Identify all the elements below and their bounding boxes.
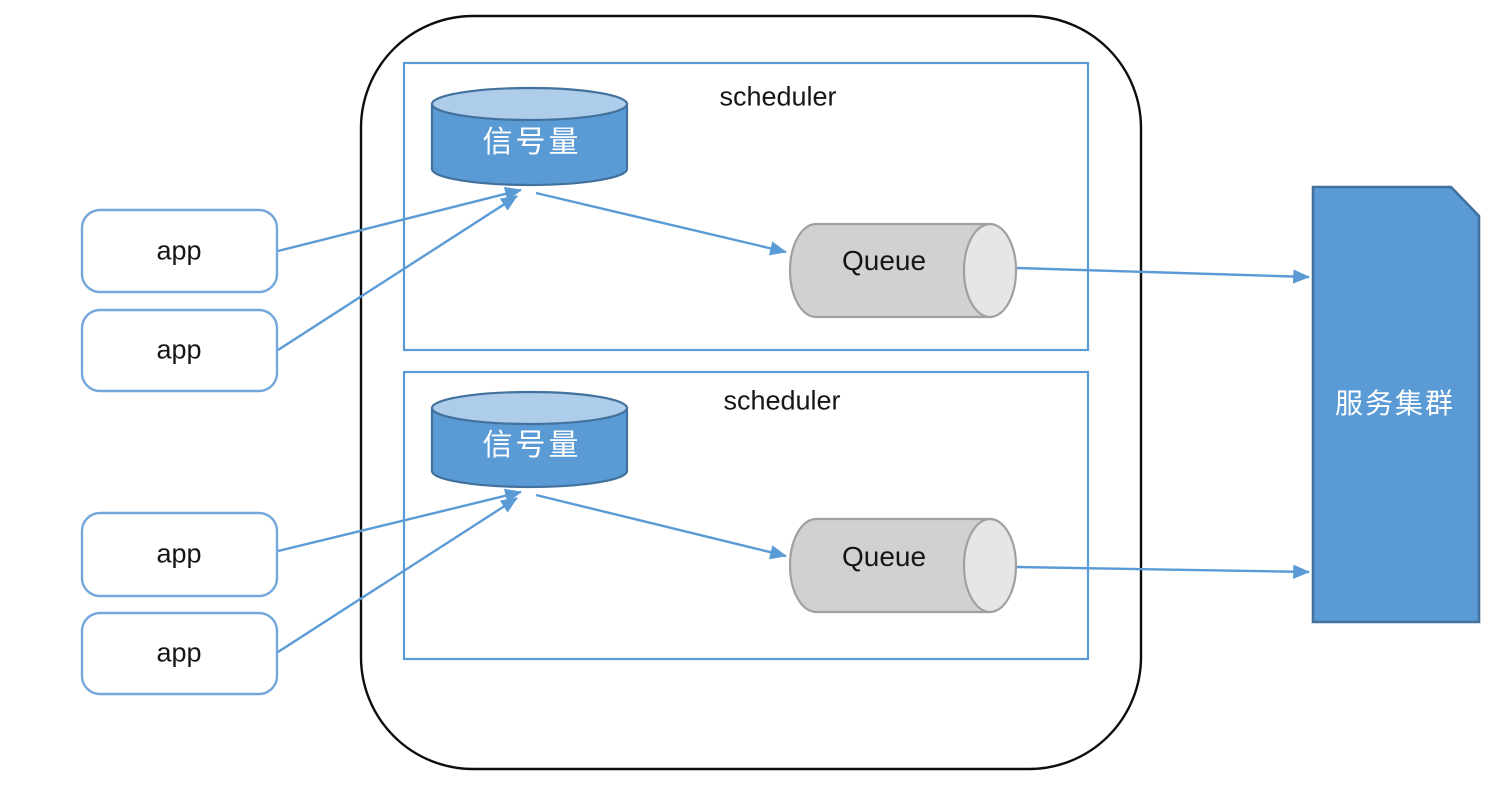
- app-4-box: [80, 611, 279, 696]
- app-4-label: app: [156, 637, 202, 668]
- queue-1-label: Queue: [841, 245, 927, 276]
- service-cluster-shape: [1311, 185, 1481, 624]
- outer-container-box: [359, 14, 1143, 771]
- arrow-semaphore1-to-queue1: [535, 191, 787, 256]
- semaphore-1-label: 信号量: [482, 126, 582, 159]
- queue-1-cylinder: [788, 222, 1018, 319]
- scheduler-2-box: [402, 370, 1090, 661]
- scheduler-1-box: [402, 61, 1090, 352]
- queue-2-label: Queue: [841, 541, 927, 572]
- semaphore-2-label: 信号量: [482, 429, 582, 462]
- arrow-app3-to-semaphore2: [277, 488, 522, 553]
- arrow-semaphore2-to-queue2: [535, 493, 787, 560]
- queue-2-cylinder: [788, 517, 1018, 614]
- arrow-queue2-to-cluster: [1016, 564, 1310, 579]
- app-3-box: [80, 511, 279, 598]
- arrow-app2-to-semaphore1: [277, 194, 518, 352]
- semaphore-1-cylinder: [430, 86, 629, 187]
- scheduler-1-title: scheduler: [719, 81, 837, 112]
- app-1-label: app: [156, 235, 202, 266]
- app-3-label: app: [156, 538, 202, 569]
- semaphore-2-cylinder: [430, 390, 629, 489]
- app-2-box: [80, 308, 279, 393]
- scheduler-2-title: scheduler: [723, 385, 841, 416]
- app-2-label: app: [156, 334, 202, 365]
- arrow-app1-to-semaphore1: [277, 186, 522, 253]
- service-cluster-label: 服务集群: [1334, 388, 1456, 419]
- arrow-app4-to-semaphore2: [277, 496, 518, 654]
- arrow-queue1-to-cluster: [1016, 266, 1310, 284]
- app-1-box: [80, 208, 279, 294]
